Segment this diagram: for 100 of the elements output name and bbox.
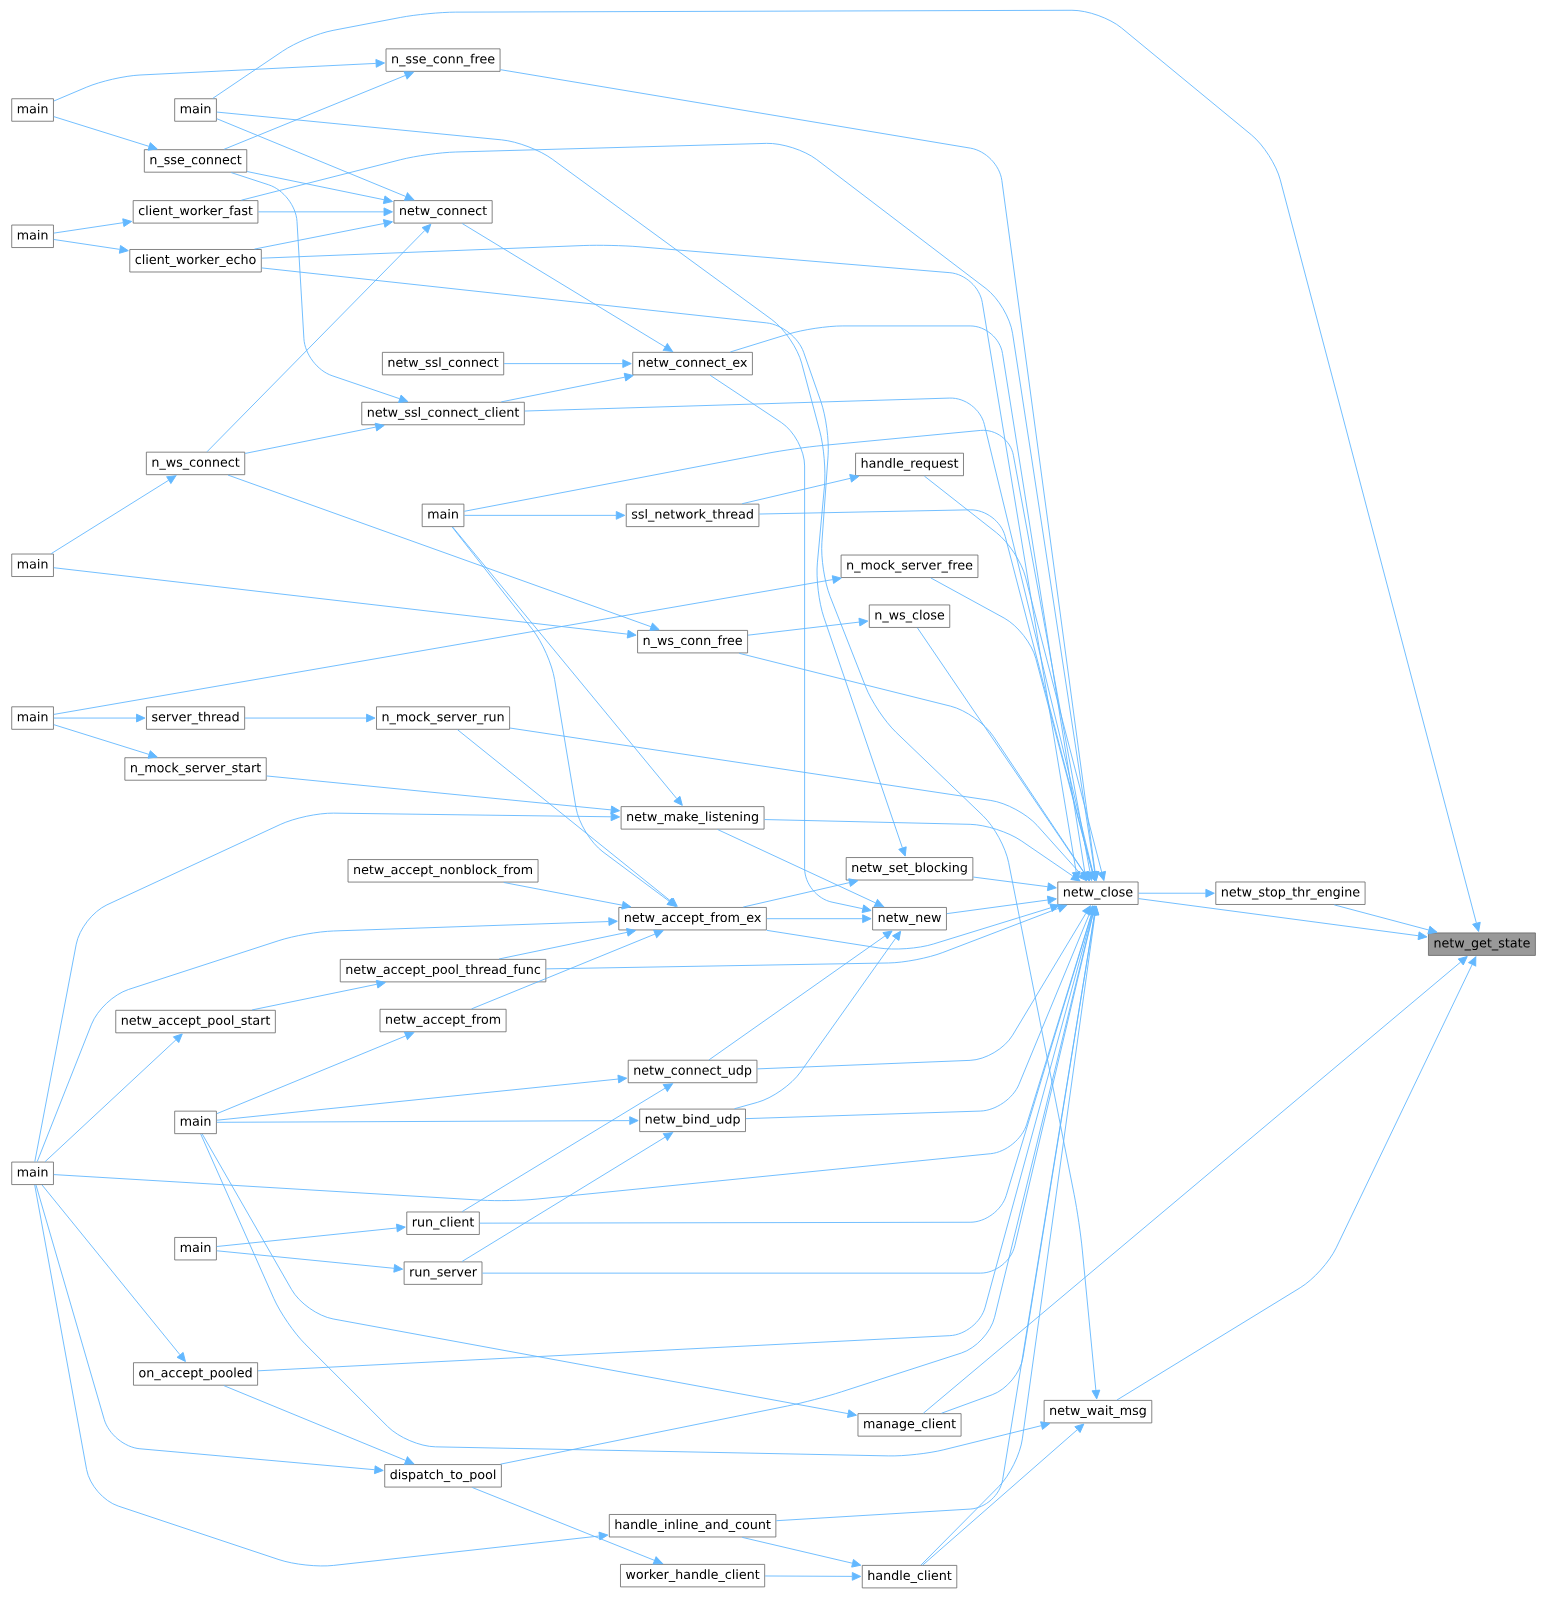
arrow [53,713,146,723]
arrow [763,819,1081,882]
function-box: worker_handle_client [620,1564,765,1588]
function-box: n_mock_server_run [376,706,510,730]
function-box: netw_connect [393,200,493,224]
function-box: handle_request [855,452,964,477]
arrow [200,1133,1051,1457]
arrow [1333,904,1438,935]
arrow [36,917,618,1163]
arrow [729,325,1090,881]
arrow [53,116,158,151]
function-box: ssl_network_thread [625,503,760,527]
arrow [261,267,1101,1400]
function-box: main [11,1161,54,1185]
function-box: main [174,1110,217,1135]
arrow [922,1423,1085,1566]
arrow [244,422,385,454]
function-box: main [174,98,217,122]
arrow [216,118,415,201]
arrow [53,59,385,102]
arrow [1138,898,1428,941]
arrow [266,775,620,815]
function-box: netw_bind_udp [639,1108,746,1132]
function-box: main [11,224,54,248]
arrow [223,1385,415,1465]
arrow [499,905,1098,1465]
arrow [41,1184,186,1362]
arrow [923,475,1106,881]
function-box: handle_client [861,1565,958,1589]
arrow [227,474,660,631]
arrow [747,617,869,636]
arrow [745,905,1094,1120]
function-box: netw_close [1057,881,1139,905]
function-box: client_worker_fast [132,200,259,224]
function-box: server_thread [146,706,245,730]
arrow [246,171,393,205]
function-box: main [174,1237,217,1261]
function-box: netw_set_blocking [845,857,974,881]
arrow [756,905,1091,1070]
arrow [216,111,907,857]
arrow [257,905,1097,1372]
function-box: handle_inline_and_count [608,1514,777,1538]
arrow [461,1132,673,1262]
arrow [499,69,1100,881]
arrow [53,724,158,759]
function-box: n_sse_connect [143,149,248,173]
arrow [471,1487,663,1565]
function-box: n_sse_conn_free [385,48,501,72]
function-box: n_mock_server_free [840,554,979,578]
function-box: netw_ssl_connect_client [361,401,525,426]
function-box: n_mock_server_start [124,757,267,781]
function-box: netw_stop_thr_engine [1215,881,1366,905]
function-box: netw_accept_from [379,1008,507,1033]
function-box: netw_accept_pool_thread_func [339,959,547,983]
arrow [201,1133,857,1418]
arrow [457,729,678,907]
function-box: run_client [406,1211,480,1235]
arrow [452,526,683,806]
function-box: netw_new [872,907,947,931]
arrow [498,928,636,960]
arrow [216,1031,415,1115]
arrow [946,895,1057,915]
arrow [972,876,1057,892]
arrow [261,244,1081,881]
arrow [742,878,859,908]
arrow [1116,956,1477,1401]
function-box: n_ws_close [868,604,951,628]
arrow [216,1074,628,1121]
function-box: manage_client [857,1413,962,1437]
arrow [223,71,414,150]
function-box: netw_make_listening [620,806,765,830]
arrow [53,567,637,639]
arrow [708,930,893,1061]
arrow [44,1033,183,1163]
arrow [34,812,620,1163]
arrow [500,372,634,403]
arrow [734,930,902,1110]
arrow [34,1184,609,1567]
arrow [35,1184,384,1475]
function-box: netw_ssl_connect [381,351,505,376]
arrow [230,172,409,403]
function-box: main [11,553,54,577]
arrow [216,1250,403,1273]
arrow [463,511,626,520]
arrow [503,882,632,910]
arrow [451,526,677,907]
arrow [206,223,432,453]
arrow [257,207,393,217]
arrow [509,727,1088,882]
arrow [766,903,1060,950]
arrow [216,1223,406,1247]
arrow [922,956,1468,1414]
function-box: client_worker_echo [129,249,262,273]
function-box: n_ws_connect [145,451,246,476]
arrow [461,223,673,352]
arrow [244,713,376,723]
arrow [503,359,632,368]
arrow [53,575,842,715]
function-box: netw_connect_udp [627,1059,758,1084]
arrow [940,905,1099,1414]
